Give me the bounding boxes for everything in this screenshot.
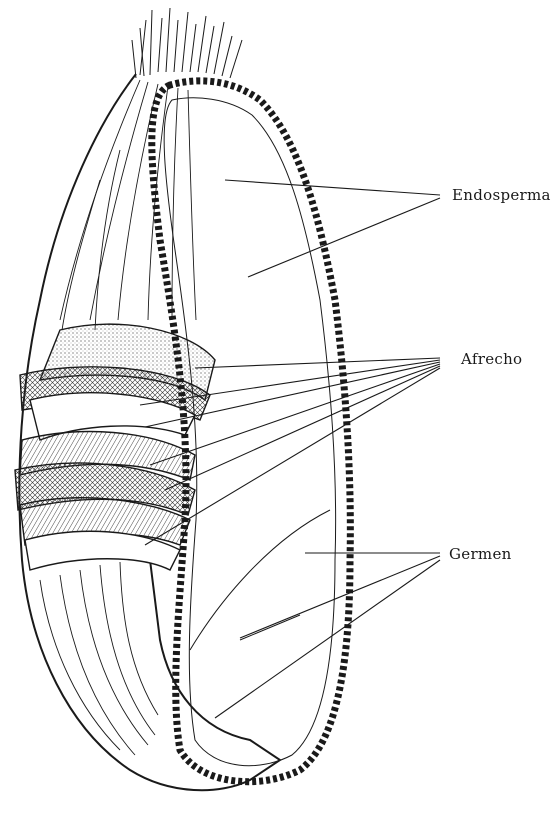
germ-lines <box>190 510 330 650</box>
grain-hairs <box>132 8 242 78</box>
husk-lines-upper <box>60 80 196 330</box>
husk-lines-lower <box>40 562 158 755</box>
germ-leaders <box>215 553 440 718</box>
germ-label: Germen <box>449 545 512 563</box>
endosperm-leaders <box>225 180 440 277</box>
bran-label: Afrecho <box>461 350 522 368</box>
endosperm-label: Endosperma <box>452 186 551 204</box>
